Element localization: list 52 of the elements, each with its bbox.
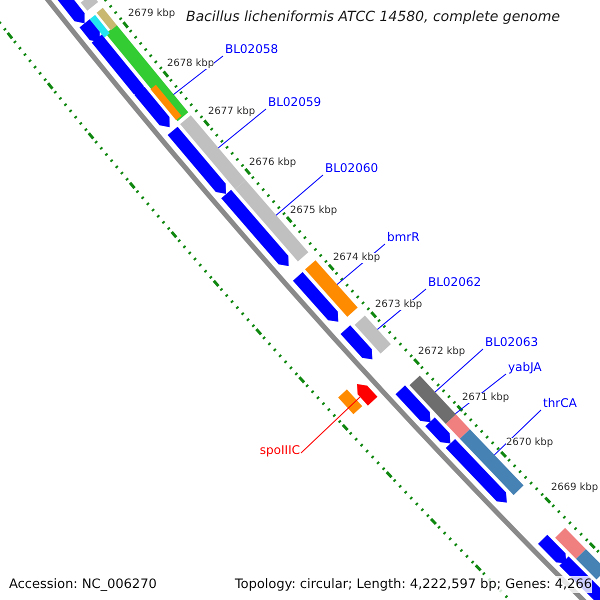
gene-bar bbox=[90, 14, 110, 38]
scale-label: 2673 kbp bbox=[375, 300, 422, 310]
scale-label: 2670 kbp bbox=[506, 438, 554, 448]
scale-label: 2669 kbp bbox=[551, 483, 598, 493]
scale-label: 2676 kbp bbox=[249, 158, 296, 168]
gene-bar bbox=[180, 115, 246, 190]
leader-line bbox=[276, 174, 324, 216]
gene-label: BL02060 bbox=[325, 162, 378, 174]
scale-label: 2678 kbp bbox=[167, 59, 214, 69]
gene-glyph bbox=[134, 86, 170, 128]
gene-glyph bbox=[221, 190, 289, 266]
gene-bar bbox=[80, 0, 98, 11]
leader-line bbox=[173, 56, 224, 95]
scale-label: 2674 kbp bbox=[333, 253, 380, 263]
gene-label: BL02058 bbox=[225, 43, 278, 55]
scale-label: 2677 kbp bbox=[208, 107, 256, 117]
leader-line bbox=[218, 108, 266, 148]
scale-label: 2671 kbp bbox=[462, 393, 510, 403]
gene-label: spoIIIC bbox=[260, 444, 300, 456]
leader-line bbox=[434, 348, 484, 393]
gene-label: thrCA bbox=[543, 397, 577, 409]
gene-bar bbox=[410, 376, 456, 424]
gene-bar bbox=[446, 414, 470, 439]
gene-bar bbox=[555, 528, 586, 559]
gene-label: BL02063 bbox=[485, 336, 538, 348]
gene-glyph bbox=[92, 34, 144, 96]
gene-glyph bbox=[340, 325, 372, 360]
gene-bar bbox=[305, 260, 358, 317]
title: Bacillus licheniformis ATCC 14580, complete genome bbox=[184, 9, 562, 25]
gene-bar bbox=[576, 549, 600, 580]
gene-glyph bbox=[538, 534, 566, 564]
gene-glyph bbox=[446, 439, 507, 503]
gene-label: bmrR bbox=[387, 231, 420, 243]
gene-glyph bbox=[168, 126, 226, 194]
gene-glyph bbox=[292, 272, 338, 322]
scale-label: 2672 kbp bbox=[418, 347, 466, 357]
gene-label: BL02062 bbox=[428, 276, 482, 288]
gene-glyph bbox=[357, 384, 378, 406]
gene-bar bbox=[354, 316, 391, 354]
leader-line bbox=[300, 396, 361, 454]
genome-info-text: Topology: circular; Length: 4,222,597 bp; Genes: 4,266 bbox=[234, 576, 592, 593]
gene-label: yabJA bbox=[508, 361, 542, 373]
gene-glyph bbox=[396, 385, 430, 422]
gene-glyph bbox=[80, 19, 100, 42]
leader-line bbox=[494, 410, 542, 456]
gene-bar bbox=[96, 8, 117, 30]
gene-glyph bbox=[425, 417, 450, 444]
scale-label: 2679 kbp bbox=[128, 9, 176, 19]
accession-text: Accession: NC_006270 bbox=[9, 576, 157, 593]
gene-label: BL02059 bbox=[268, 96, 322, 108]
gene-bar bbox=[338, 389, 362, 414]
scale-label: 2675 kbp bbox=[290, 206, 338, 216]
